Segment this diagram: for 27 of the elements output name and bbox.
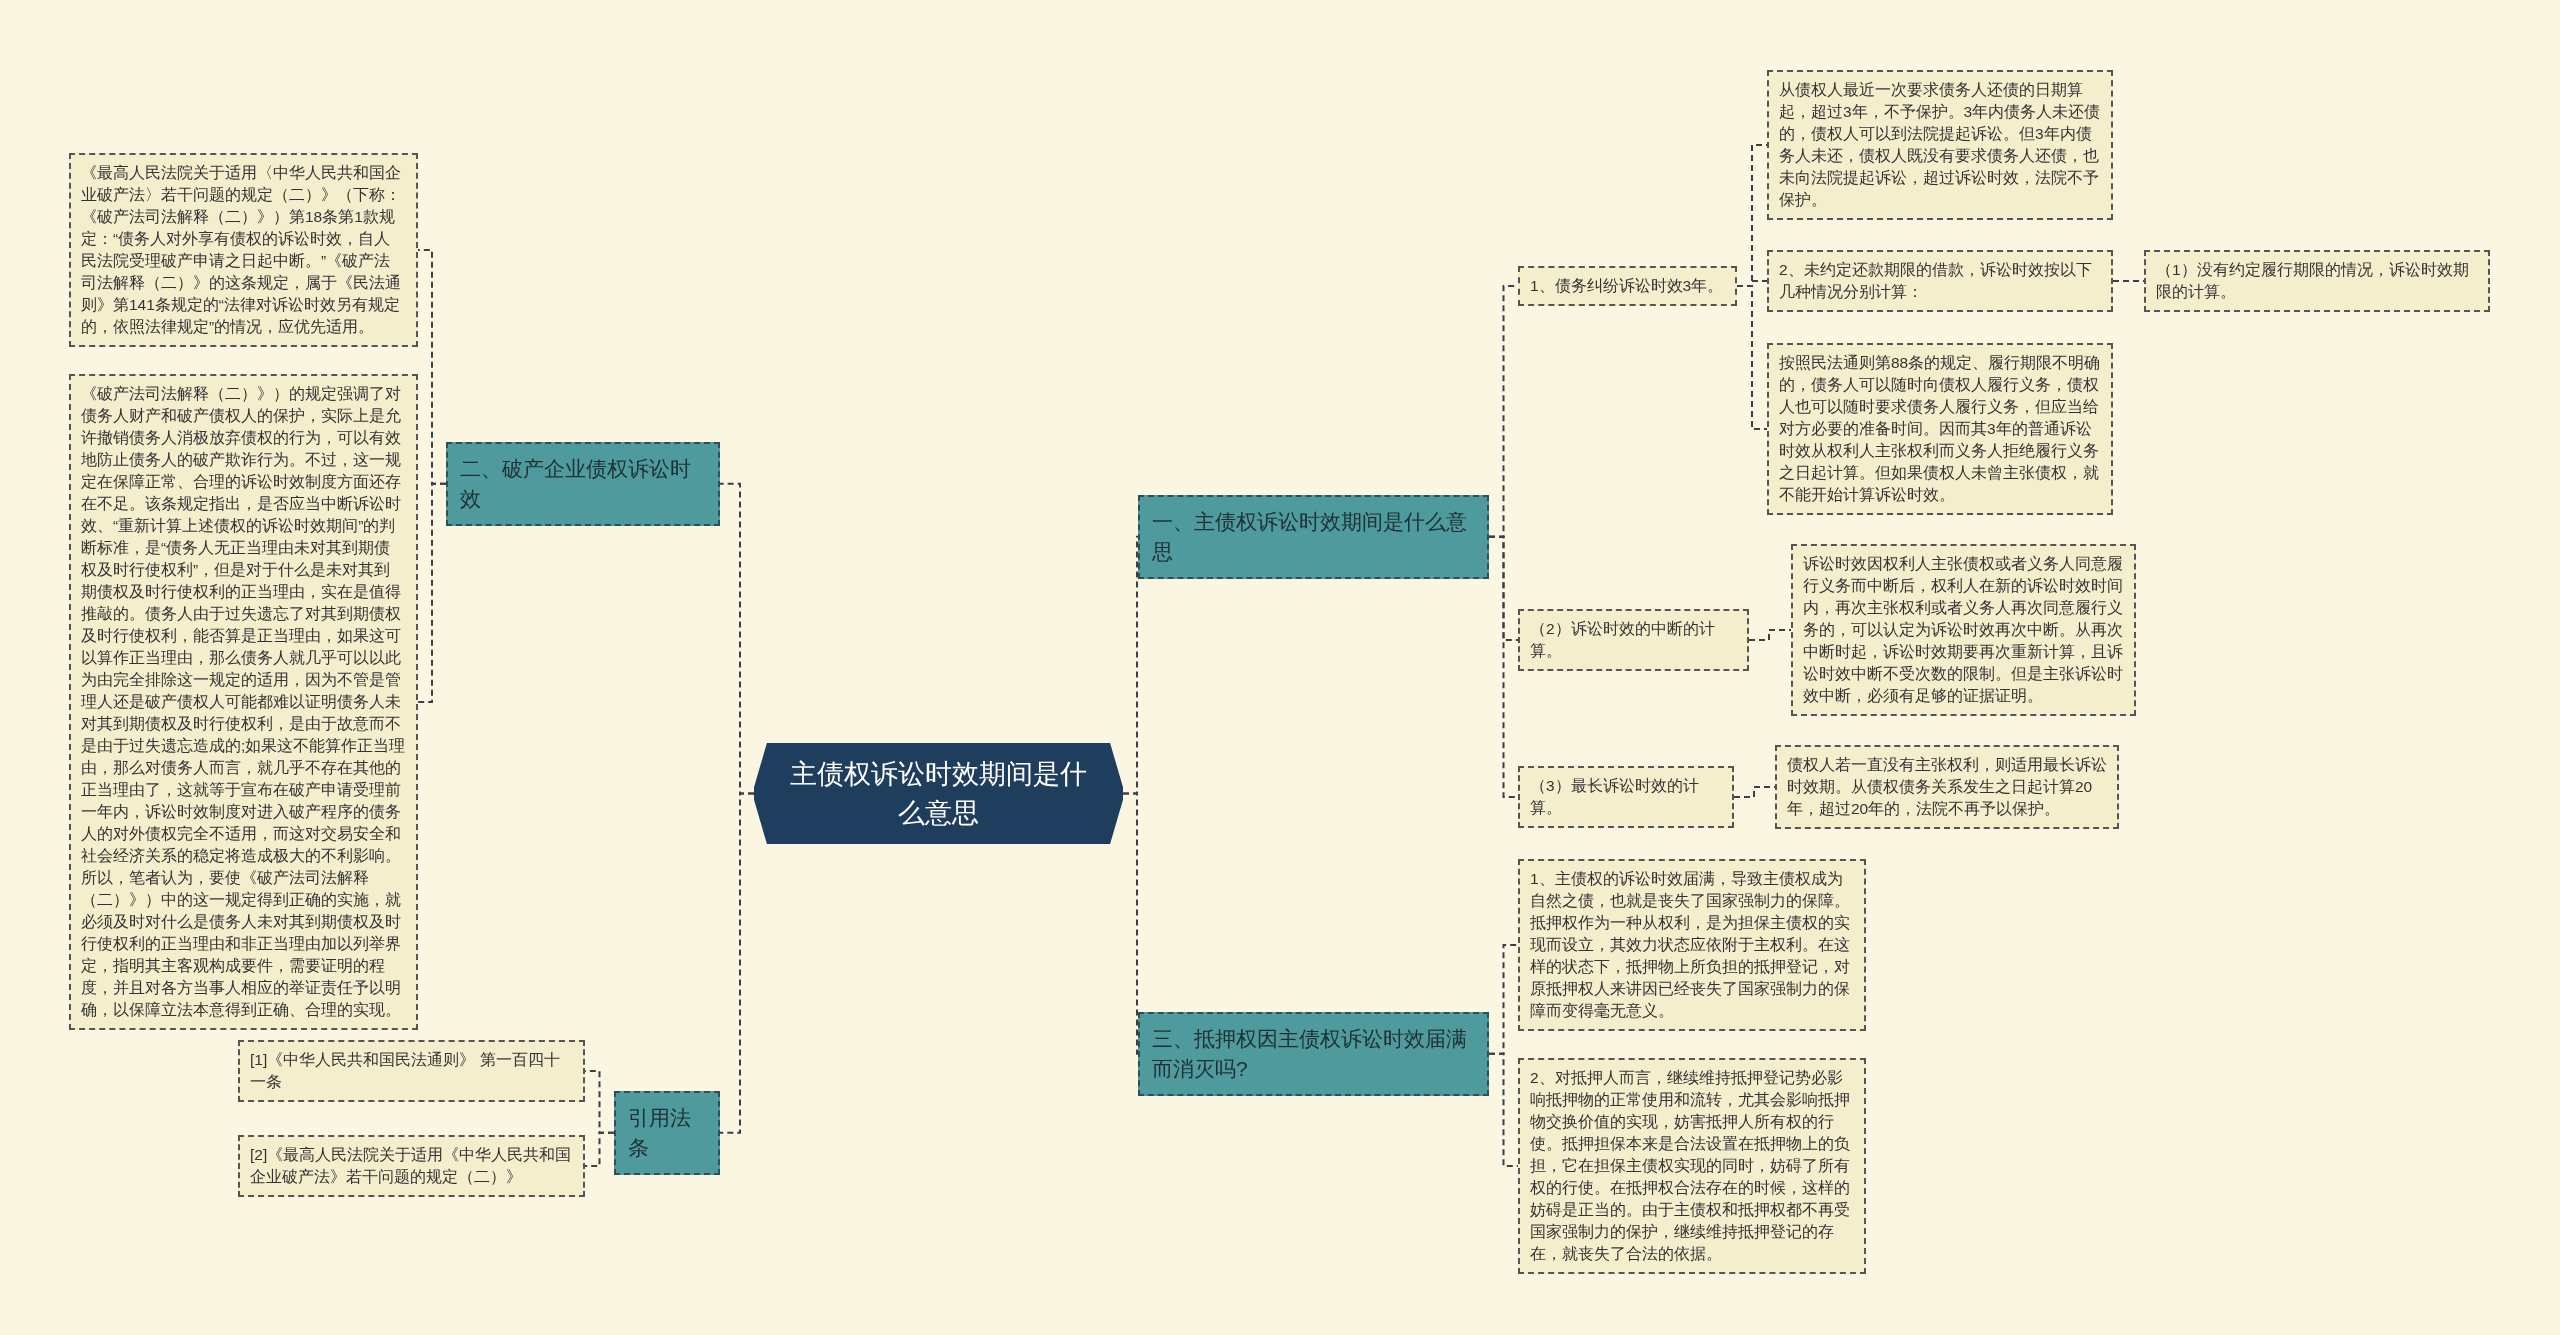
text-box: 从债权人最近一次要求债务人还债的日期算起，超过3年，不予保护。3年内债务人未还债的，债权人可以到法院提起诉讼。但3年内债务人未还，债权人既没有要求债务人还债，也未向法院提起诉讼，超过诉讼时效，法院不予保护。 <box>1767 70 2113 220</box>
connector-line <box>417 482 447 703</box>
text-box: 2、对抵押人而言，继续维持抵押登记势必影响抵押物的正常使用和流转，尤其会影响抵押物交换价值的实现，妨害抵押人所有权的行使。抵押担保本来是合法设置在抵押物上的负担，它在担保主债权实现的同时，妨碍了所有权的行使。在抵押权合法存在的时候，这样的妨碍是正当的。由于主债权和抵押权都不再受国家强制力的保护，继续维持抵押登记的存在，就丧失了合法的依据。 <box>1518 1058 1866 1274</box>
topic-box: 引用法条 <box>614 1091 720 1175</box>
text-box: 2、未约定还款期限的借款，诉讼时效按以下几种情况分别计算： <box>1767 250 2113 312</box>
text-box: （1）没有约定履行期限的情况，诉讼时效期限的计算。 <box>2144 250 2490 312</box>
text-box: [1]《中华人民共和国民法通则》 第一百四十一条 <box>238 1040 585 1102</box>
connector-line <box>1736 285 1768 430</box>
text-box: 1、主债权的诉讼时效届满，导致主债权成为自然之债，也就是丧失了国家强制力的保障。抵押权作为一种从权利，是为担保主债权的实现而设立，其效力状态应依附于主权利。在这样的状态下，抵押物上所负担的抵押登记，对原抵押权人来讲因已经丧失了国家强制力的保障而变得毫无意义。 <box>1518 859 1866 1031</box>
text-box: （3）最长诉讼时效的计算。 <box>1518 766 1734 828</box>
connector-line <box>1748 629 1792 641</box>
central-topic: 主债权诉讼时效期间是什么意思 <box>754 743 1123 844</box>
topic-box: 一、主债权诉讼时效期间是什么意思 <box>1138 495 1489 579</box>
text-box: 《破产法司法解释（二）》）的规定强调了对债务人财产和破产债权人的保护，实际上是允许撤销债务人消极放弃债权的行为，可以有效地防止债务人的破产欺诈行为。不过，这一规定在保障正常、合理的诉讼时效制度方面还存在不足。该条规定指出，是否应当中断诉讼时效、“重新计算上述债权的诉讼时效期间”的判断标准，是“债务人无正当理由未对其到期债权及时行使权利”，但是对于什么是未对其到期债权及时行使权利的正当理由，实在是值得推敲的。债务人由于过失遗忘了对其到期债权及时行使权利，能否算是正当理由，如果这可以算作正当理由，那么债务人就几乎可以以此为由完全排除这一规定的适用，因为不管是管理人还是破产债权人可能都难以证明债务人未对其到期债权及时行使权利，是由于故意而不是由于过失遗忘造成的;如果这不能算作正当理由，那么对债务人而言，就几乎不存在其他的正当理由了，这就等于宣布在破产申请受理前一年内，诉讼时效制度对进入破产程序的债务人的对外债权完全不适用，而这对交易安全和社会经济关系的稳定将造成极大的不利影响。所以，笔者认为，要使《破产法司法解释（二）》）中的这一规定得到正确的实施，就必须及时对什么是债务人未对其到期债权及时行使权利的正当理由和非正当理由加以列举界定，指明其主客观构成要件，需要证明的程度，并且对各方当事人相应的举证责任予以明确，以保障立法本意得到正确、合理的实现。 <box>69 374 418 1030</box>
text-box: [2]《最高人民法院关于适用《中华人民共和国企业破产法》若干问题的规定（二）》 <box>238 1135 585 1197</box>
text-box: 《最高人民法院关于适用〈中华人民共和国企业破产法〉若干问题的规定（二）》（下称：《破产法司法解释（二）》）第18条第1款规定：“债务人对外享有债权的诉讼时效，自人民法院受理破产申请之日起中断。”《破产法司法解释（二）》的这条规定，属于《民法通则》第141条规定的“法律对诉讼时效另有规定的，依照法律规定”的情况，应优先适用。 <box>69 153 418 347</box>
topic-box: 三、抵押权因主债权诉讼时效届满而消灭吗? <box>1138 1012 1489 1096</box>
connector-line <box>1122 792 1139 1055</box>
text-box: 1、债务纠纷诉讼时效3年。 <box>1518 266 1737 306</box>
topic-box: 二、破产企业债权诉讼时效 <box>446 442 720 526</box>
text-box: 债权人若一直没有主张权利，则适用最长诉讼时效期。从债权债务关系发生之日起计算20年，超过20年的，法院不再予以保护。 <box>1775 745 2119 829</box>
connector-line <box>1488 1052 1519 1167</box>
connector-line <box>719 792 755 1134</box>
text-box: 按照民法通则第88条的规定、履行期限不明确的，债务人可以随时向债权人履行义务，债权人也可以随时要求债务人履行义务，但应当给对方必要的准备时间。因而其3年的普通诉讼时效从权利人主张权利而义务人拒绝履行义务之日起计算。但如果债权人未曾主张债权，就不能开始计算诉讼时效。 <box>1767 343 2113 515</box>
text-box: 诉讼时效因权利人主张债权或者义务人同意履行义务而中断后，权利人在新的诉讼时效时间内，再次主张权利或者义务人再次同意履行义务的，可以认定为诉讼时效再次中断。从再次中断时起，诉讼时效期要再次重新计算，且诉讼时效中断不受次数的限制。但是主张诉讼时效中断，必须有足够的证据证明。 <box>1791 544 2136 716</box>
text-box: （2）诉讼时效的中断的计算。 <box>1518 609 1749 671</box>
connector-line <box>584 1131 615 1167</box>
